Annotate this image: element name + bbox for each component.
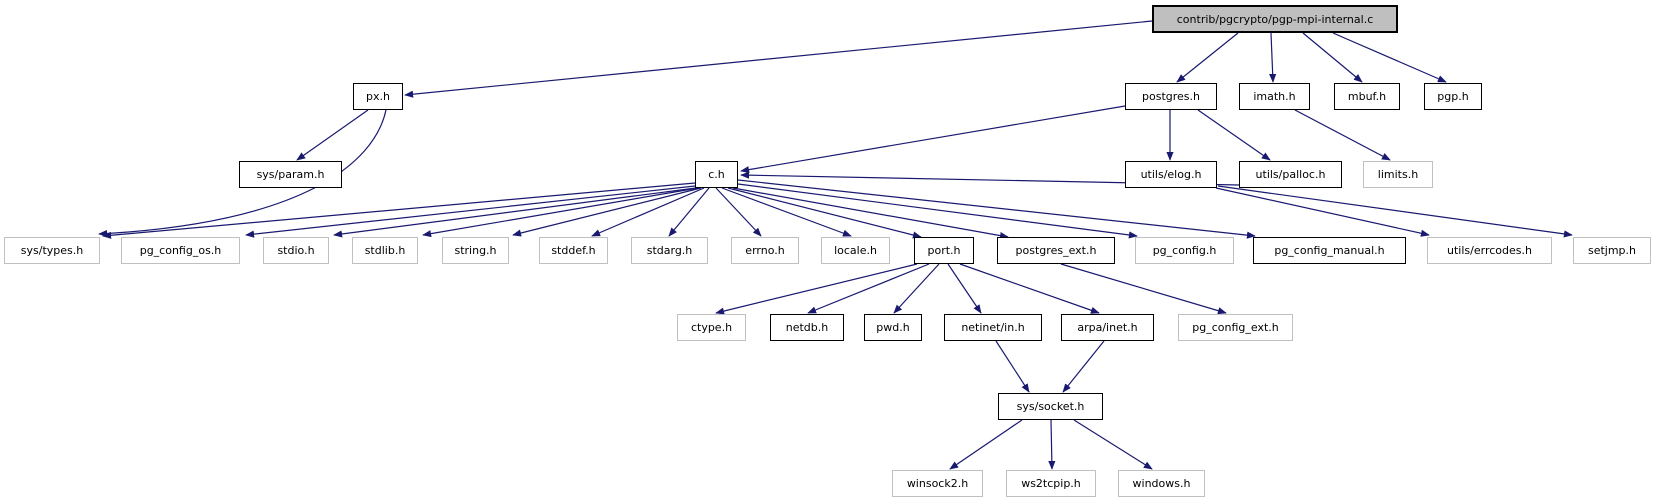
edge-postgres_h-to-c_h (740, 105, 1126, 174)
graph-node-arpa_inet_h[interactable]: arpa/inet.h (1061, 314, 1154, 341)
edge-c_h-to-stdlib_h (422, 187, 699, 238)
graph-node-limits_h: limits.h (1363, 161, 1433, 188)
edge-px_h-to-sys_param_h (296, 109, 369, 161)
graph-node-pwd_h[interactable]: pwd.h (864, 314, 922, 341)
edge-c_h-to-locale_h (721, 187, 852, 237)
graph-node-utils_elog_h[interactable]: utils/elog.h (1125, 161, 1217, 188)
edge-c_h-to-postgres_ext_h (732, 187, 1009, 240)
edge-main-to-px_h (404, 20, 1153, 98)
graph-node-sys_param_h[interactable]: sys/param.h (239, 161, 342, 188)
edge-main-to-imath_h (1269, 32, 1277, 83)
edge-px_h-to-sys_types_h (98, 109, 387, 238)
edge-c_h-to-errno_h (715, 187, 762, 237)
graph-node-stdarg_h: stdarg.h (631, 237, 708, 264)
graph-node-winsock2_h: winsock2.h (892, 470, 983, 497)
edge-sys_socket_h-to-ws2tcpip_h (1048, 419, 1056, 470)
graph-node-ws2tcpip_h: ws2tcpip.h (1006, 470, 1096, 497)
graph-node-mbuf_h[interactable]: mbuf.h (1334, 83, 1400, 110)
edge-c_h-to-pg_config_os_h (245, 185, 696, 238)
graph-node-netdb_h[interactable]: netdb.h (770, 314, 844, 341)
graph-node-postgres_h[interactable]: postgres.h (1125, 83, 1217, 110)
graph-node-postgres_ext_h[interactable]: postgres_ext.h (997, 237, 1115, 264)
graph-node-pg_config_manual_h[interactable]: pg_config_manual.h (1253, 237, 1406, 264)
edge-postgres_ext_h-to-pg_config_ext_h (1060, 263, 1227, 315)
graph-node-windows_h: windows.h (1118, 470, 1205, 497)
edge-postgres_h-to-utils_palloc_h (1197, 109, 1271, 161)
graph-node-port_h[interactable]: port.h (914, 237, 974, 264)
graph-node-string_h: string.h (442, 237, 509, 264)
edge-c_h-to-stdarg_h (668, 187, 710, 237)
graph-node-stdlib_h: stdlib.h (352, 237, 418, 264)
graph-node-pgp_h[interactable]: pgp.h (1424, 83, 1482, 110)
edge-c_h-to-stddef_h (591, 187, 705, 237)
edge-netinet_in_h-to-sys_socket_h (995, 340, 1030, 393)
edge-port_h-to-netinet_in_h (947, 263, 982, 314)
edge-utils_elog_h-to-setjmp_h (1217, 185, 1573, 238)
edge-c_h-to-sys_types_h (102, 182, 696, 239)
edge-sys_socket_h-to-winsock2_h (949, 419, 1023, 470)
graph-node-ctype_h: ctype.h (677, 314, 746, 341)
graph-node-pg_config_os_h: pg_config_os.h (121, 237, 240, 264)
graph-node-errno_h: errno.h (731, 237, 799, 264)
graph-node-setjmp_h: setjmp.h (1573, 237, 1651, 264)
edge-c_h-to-port_h (727, 187, 922, 239)
edge-port_h-to-netdb_h (807, 263, 930, 314)
edge-c_h-to-pg_config_h (737, 183, 1138, 239)
graph-node-utils_palloc_h[interactable]: utils/palloc.h (1239, 161, 1342, 188)
edge-sys_socket_h-to-windows_h (1073, 419, 1153, 470)
edge-utils_elog_h-to-utils_errcodes_h (1215, 187, 1430, 237)
edge-main-to-postgres_h (1176, 32, 1239, 83)
edge-arpa_inet_h-to-sys_socket_h (1062, 340, 1105, 393)
edge-c_h-to-string_h (512, 187, 702, 237)
graph-node-pg_config_h: pg_config.h (1135, 237, 1234, 264)
graph-node-c_h[interactable]: c.h (695, 161, 738, 188)
graph-node-sys_socket_h[interactable]: sys/socket.h (998, 393, 1103, 420)
graph-node-utils_errcodes_h: utils/errcodes.h (1427, 237, 1552, 264)
graph-node-main: contrib/pgcrypto/pgp-mpi-internal.c (1152, 5, 1398, 33)
graph-node-stddef_h: stddef.h (539, 237, 608, 264)
graph-node-px_h[interactable]: px.h (353, 83, 403, 110)
edge-main-to-mbuf_h (1302, 32, 1363, 83)
graph-node-sys_types_h: sys/types.h (4, 237, 100, 264)
edge-port_h-to-arpa_inet_h (959, 263, 1100, 314)
edge-port_h-to-ctype_h (715, 263, 918, 315)
edge-imath_h-to-limits_h (1294, 109, 1391, 161)
edge-main-to-pgp_h (1332, 32, 1447, 83)
edge-port_h-to-pwd_h (893, 263, 940, 314)
graph-node-locale_h: locale.h (821, 237, 890, 264)
graph-node-netinet_in_h[interactable]: netinet/in.h (944, 314, 1042, 341)
graph-node-stdio_h: stdio.h (263, 237, 329, 264)
graph-node-pg_config_ext_h: pg_config_ext.h (1178, 314, 1293, 341)
graph-node-imath_h[interactable]: imath.h (1239, 83, 1310, 110)
edge-c_h-to-pg_config_manual_h (737, 179, 1256, 239)
edge-c_h-to-stdio_h (333, 187, 697, 238)
